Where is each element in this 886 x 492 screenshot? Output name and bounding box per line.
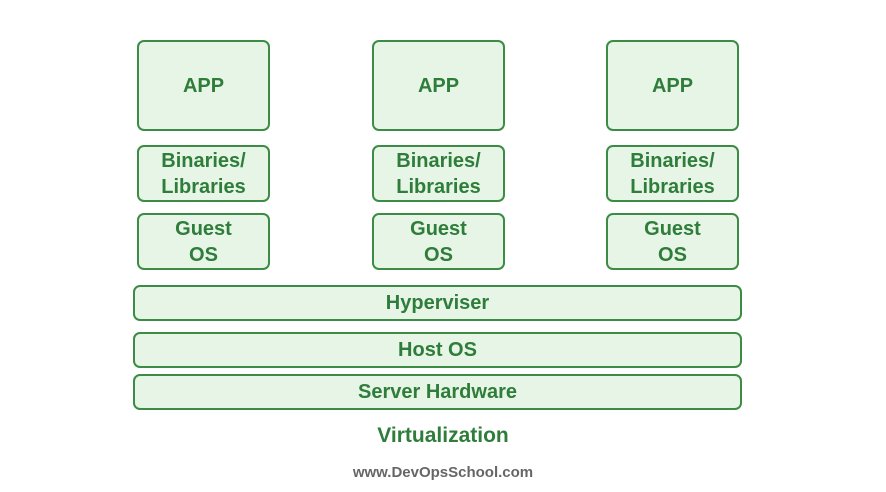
- website-footer: www.DevOpsSchool.com: [352, 464, 534, 481]
- guest-os-box-2: Guest OS: [372, 213, 505, 270]
- libraries-label-1: Libraries: [161, 175, 246, 198]
- guest-label-1: Guest: [175, 217, 232, 240]
- binaries-libraries-box-2: Binaries/ Libraries: [372, 145, 505, 202]
- guest-os-box-3: Guest OS: [606, 213, 739, 270]
- os-label-3: OS: [658, 243, 687, 266]
- server-hardware-layer: Server Hardware: [133, 374, 742, 410]
- app-box-3: APP: [606, 40, 739, 131]
- server-hardware-label: Server Hardware: [358, 381, 517, 403]
- hypervisor-label: Hyperviser: [385, 292, 490, 314]
- binaries-libraries-box-1: Binaries/ Libraries: [137, 145, 270, 202]
- guest-label-3: Guest: [644, 217, 701, 240]
- app-label-2: APP: [417, 74, 460, 97]
- binaries-label-2: Binaries/: [396, 149, 481, 172]
- host-os-layer: Host OS: [133, 332, 742, 368]
- guest-os-box-1: Guest OS: [137, 213, 270, 270]
- host-os-label: Host OS: [398, 339, 477, 361]
- app-label-3: APP: [651, 74, 694, 97]
- os-label-2: OS: [424, 243, 453, 266]
- guest-label-2: Guest: [410, 217, 467, 240]
- os-label-1: OS: [189, 243, 218, 266]
- binaries-label-3: Binaries/: [630, 149, 715, 172]
- hypervisor-layer: Hyperviser: [133, 285, 742, 321]
- app-box-2: APP: [372, 40, 505, 131]
- libraries-label-3: Libraries: [630, 175, 715, 198]
- app-box-1: APP: [137, 40, 270, 131]
- diagram-caption: Virtualization: [377, 424, 509, 447]
- libraries-label-2: Libraries: [396, 175, 481, 198]
- binaries-label-1: Binaries/: [161, 149, 246, 172]
- binaries-libraries-box-3: Binaries/ Libraries: [606, 145, 739, 202]
- app-label-1: APP: [182, 74, 225, 97]
